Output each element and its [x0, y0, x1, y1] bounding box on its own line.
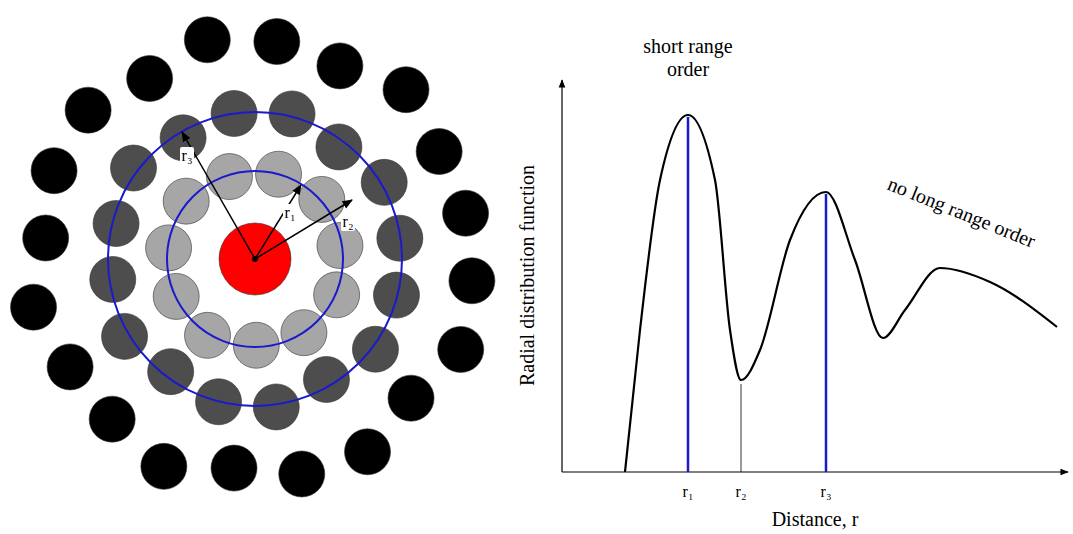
particle — [383, 67, 429, 113]
particle — [184, 17, 230, 63]
particle — [314, 272, 360, 318]
shell-circle-inner — [167, 171, 343, 347]
tick-label: r₁ — [683, 483, 694, 501]
tick-label: r₃ — [821, 483, 832, 501]
particle — [279, 451, 325, 497]
rdf-curve — [625, 115, 1057, 472]
radius-arrow — [255, 200, 352, 259]
central-particle — [219, 223, 291, 295]
particle — [345, 429, 391, 475]
particle — [299, 176, 345, 222]
particle — [127, 55, 173, 101]
particle — [317, 43, 363, 89]
peak-marker — [687, 117, 690, 472]
radius-label: r₂ — [341, 213, 356, 231]
particle — [11, 284, 57, 330]
radius-arrow — [255, 185, 301, 259]
particle — [65, 87, 111, 133]
particle — [316, 124, 362, 170]
y-axis — [561, 80, 562, 472]
radius-label: r₃ — [180, 147, 195, 165]
x-axis — [562, 471, 1068, 472]
particle — [111, 145, 157, 191]
particle — [253, 384, 299, 430]
particle — [206, 154, 252, 200]
particles — [11, 17, 495, 497]
minimum-marker — [741, 384, 742, 472]
particle — [317, 223, 363, 269]
tick-label: r₂ — [736, 483, 747, 501]
particle — [211, 445, 257, 491]
particle — [254, 19, 300, 65]
particle — [449, 258, 495, 304]
center-dot — [252, 256, 258, 262]
particle — [352, 326, 398, 372]
axis-title: Radial distribution function — [517, 164, 540, 385]
particle — [31, 148, 77, 194]
particle — [47, 344, 93, 390]
particle — [93, 201, 139, 247]
axis-title: Distance, r — [772, 508, 859, 531]
annotation: no long range order — [885, 172, 1039, 252]
particle — [416, 129, 462, 175]
particle — [141, 443, 187, 489]
particle — [438, 326, 484, 372]
particle — [443, 190, 489, 236]
particle — [89, 396, 135, 442]
shell-circle-outer — [108, 112, 402, 406]
annotation: short range order — [623, 35, 753, 81]
peak-marker — [825, 194, 828, 472]
particle — [148, 349, 194, 395]
particle — [23, 215, 69, 261]
particle — [163, 178, 209, 224]
particle — [388, 375, 434, 421]
radius-label: r₁ — [283, 204, 298, 222]
